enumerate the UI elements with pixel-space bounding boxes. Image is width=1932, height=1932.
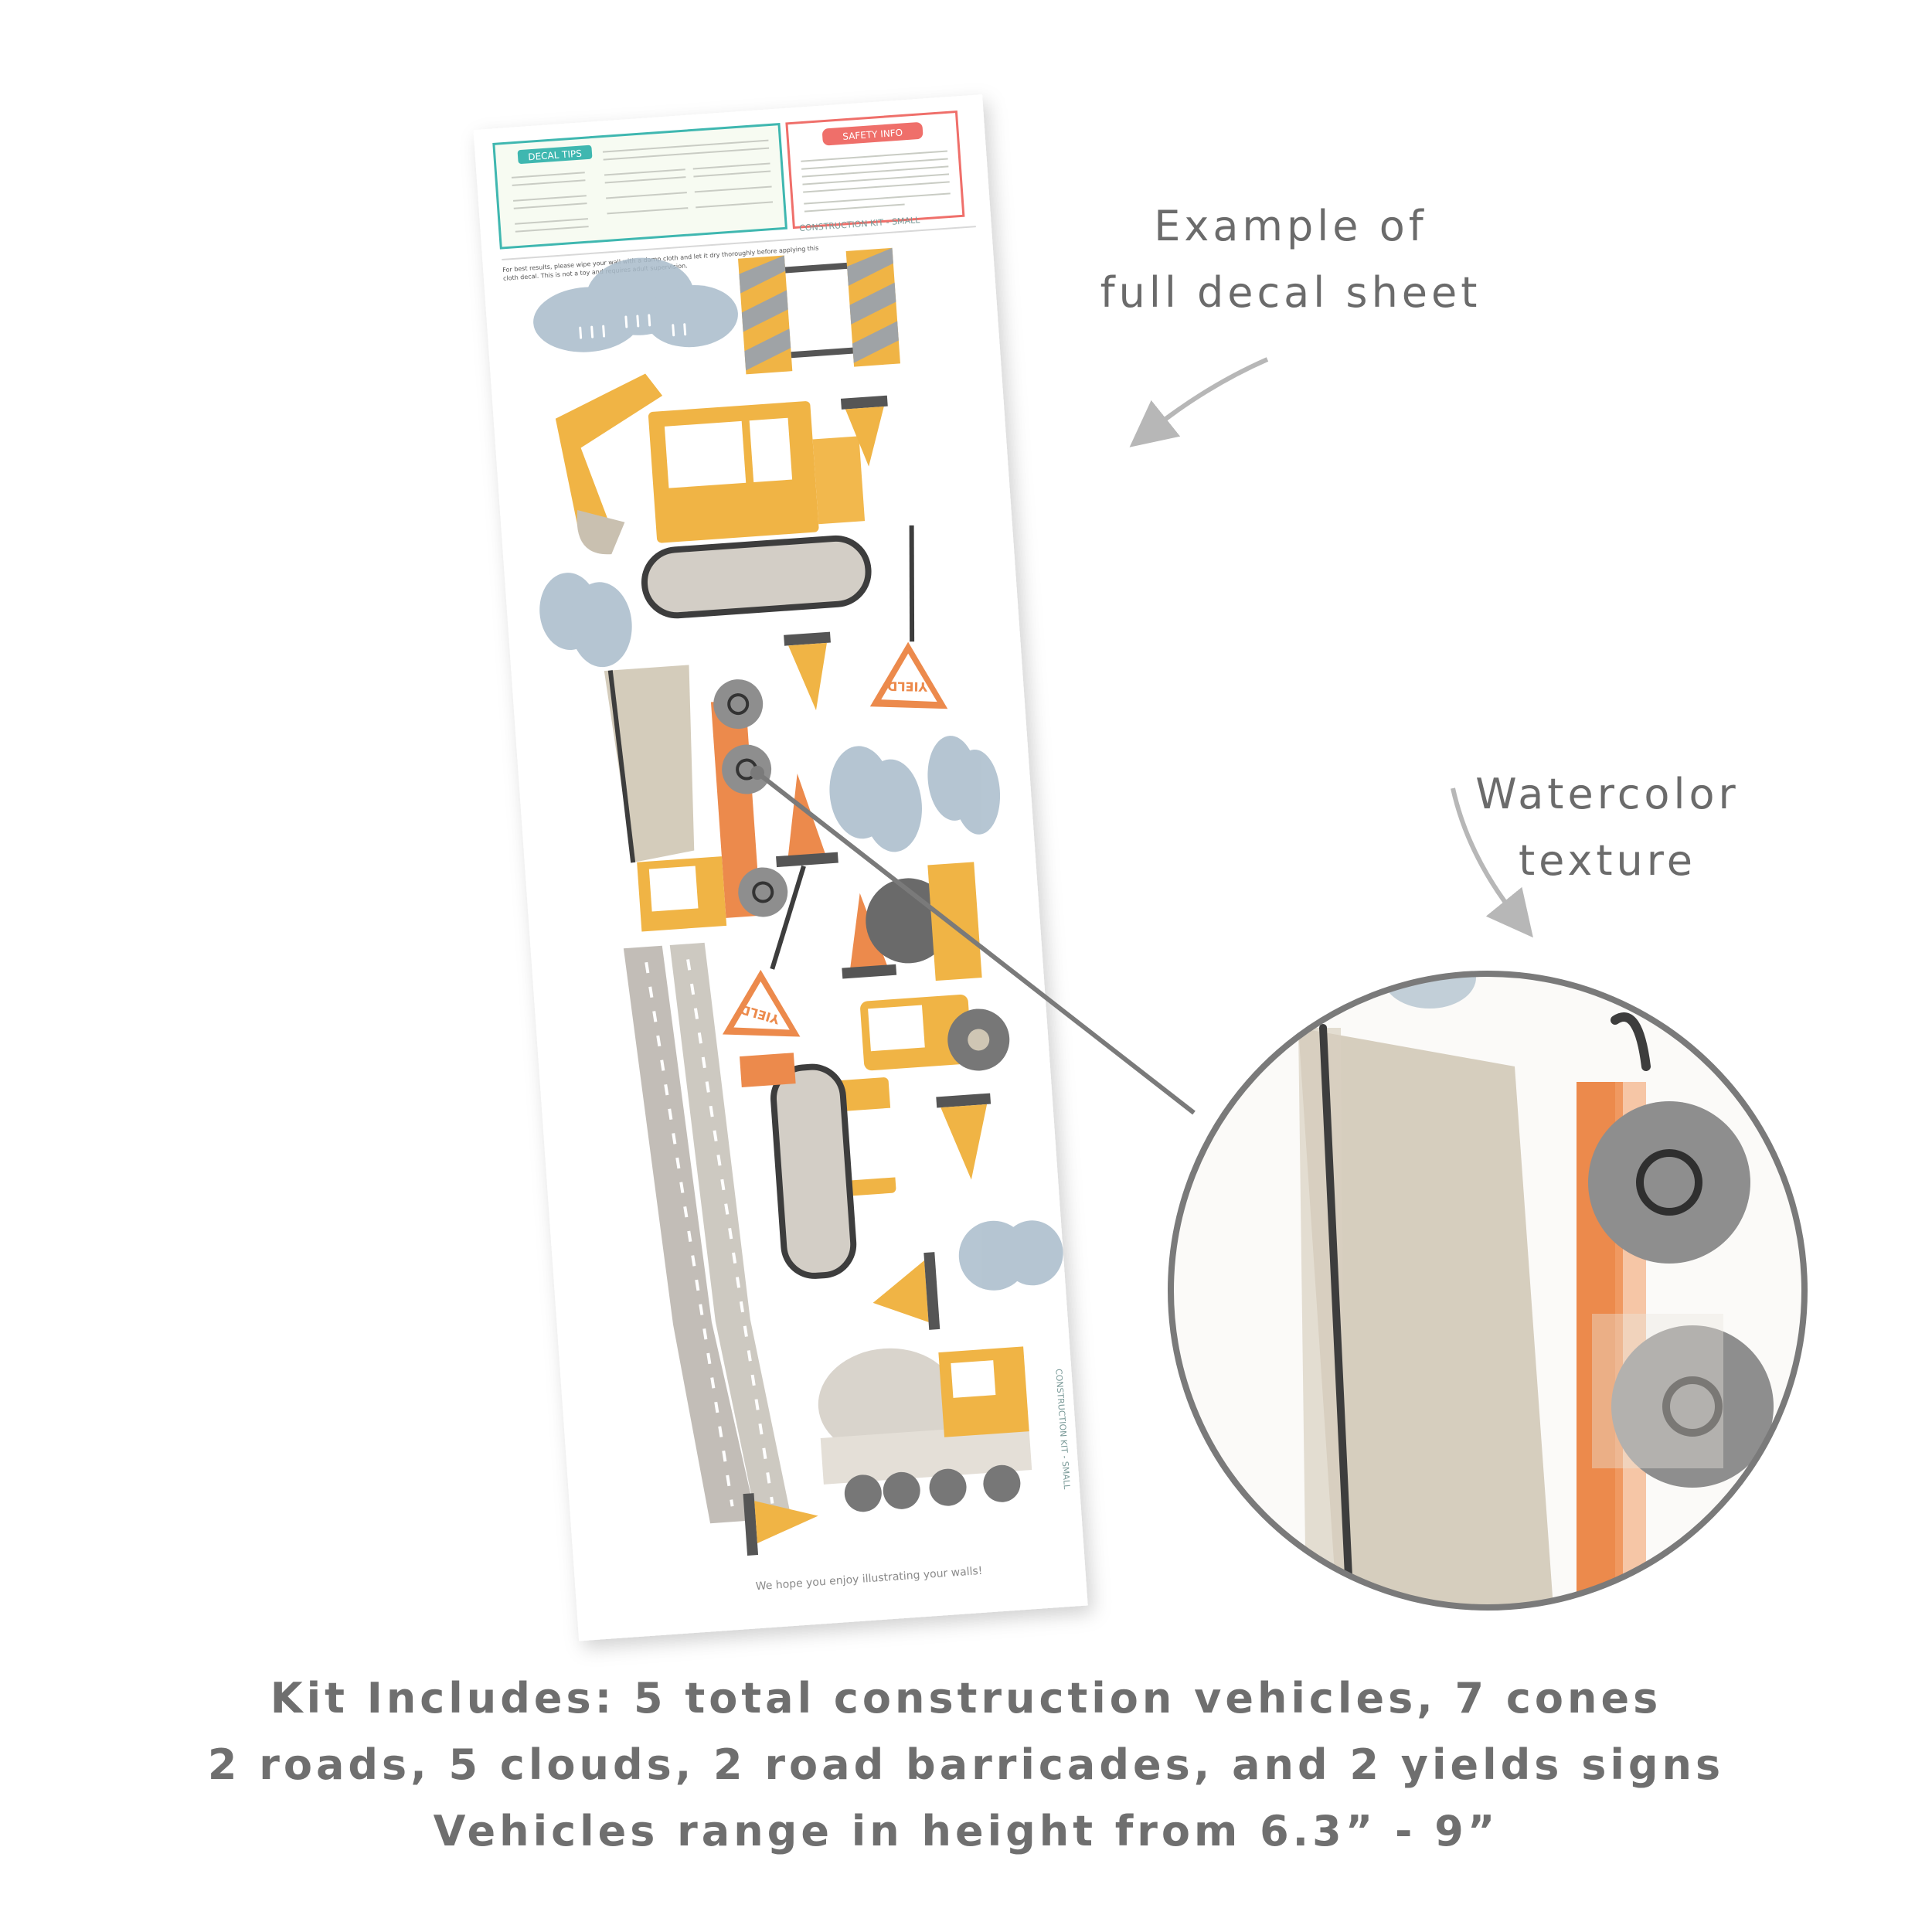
decal-tips-label: DECAL TIPS [528, 148, 582, 163]
cloud-decal [927, 736, 1001, 835]
safety-info-label: SAFETY INFO [842, 127, 903, 141]
cone-decal [872, 1252, 940, 1330]
bulldozer-decal [740, 1053, 903, 1279]
magnifier-lens [1168, 971, 1808, 1611]
cloud-decal [539, 573, 632, 668]
cone-decal [936, 1093, 992, 1180]
callout-texture-line2: texture [1518, 836, 1697, 885]
caption-line2: 2 roads, 5 clouds, 2 road barricades, an… [207, 1740, 1725, 1789]
dump-truck-decal [604, 665, 788, 932]
arrow-icon-sheet [1129, 357, 1269, 447]
yield-label: YIELD [887, 679, 928, 694]
callout-sheet-line2: full decal sheet [1100, 268, 1481, 317]
yield-sign-decal: YIELD [722, 865, 806, 1037]
cloud-decal [829, 746, 922, 852]
decal-sheet: DECAL TIPS SAFETY INFO [473, 94, 1088, 1641]
decal-tips-panel: DECAL TIPS [492, 122, 787, 250]
yield-sign-decal: YIELD [869, 525, 948, 709]
caption-line3: Vehicles range in height from 6.3” - 9” [433, 1807, 1499, 1855]
cone-decal [840, 395, 888, 467]
arrow-icon-texture [1451, 787, 1533, 938]
barricade-decal [737, 247, 900, 375]
road-decal [623, 942, 791, 1524]
callout-watercolor-texture: Watercolor texture [1445, 761, 1770, 894]
safety-info-panel: SAFETY INFO [785, 110, 965, 230]
cone-decal [784, 631, 831, 711]
cone-decal [776, 773, 838, 868]
caption-line1: Kit Includes: 5 total construction vehic… [270, 1674, 1662, 1723]
callout-sheet-line1: Example of [1154, 202, 1427, 250]
cloud-decal [958, 1220, 1063, 1291]
roller-decal [860, 862, 1010, 1071]
zoom-connector-line [756, 770, 1196, 1115]
cement-mixer-decal [818, 1346, 1032, 1512]
callout-texture-line1: Watercolor [1475, 770, 1740, 818]
kit-contents-caption: Kit Includes: 5 total construction vehic… [0, 1665, 1932, 1865]
callout-full-decal-sheet: Example of full decal sheet [1074, 193, 1507, 326]
cone-decal [743, 1493, 818, 1556]
excavator-decal [555, 373, 872, 619]
cloud-decal [533, 257, 738, 352]
